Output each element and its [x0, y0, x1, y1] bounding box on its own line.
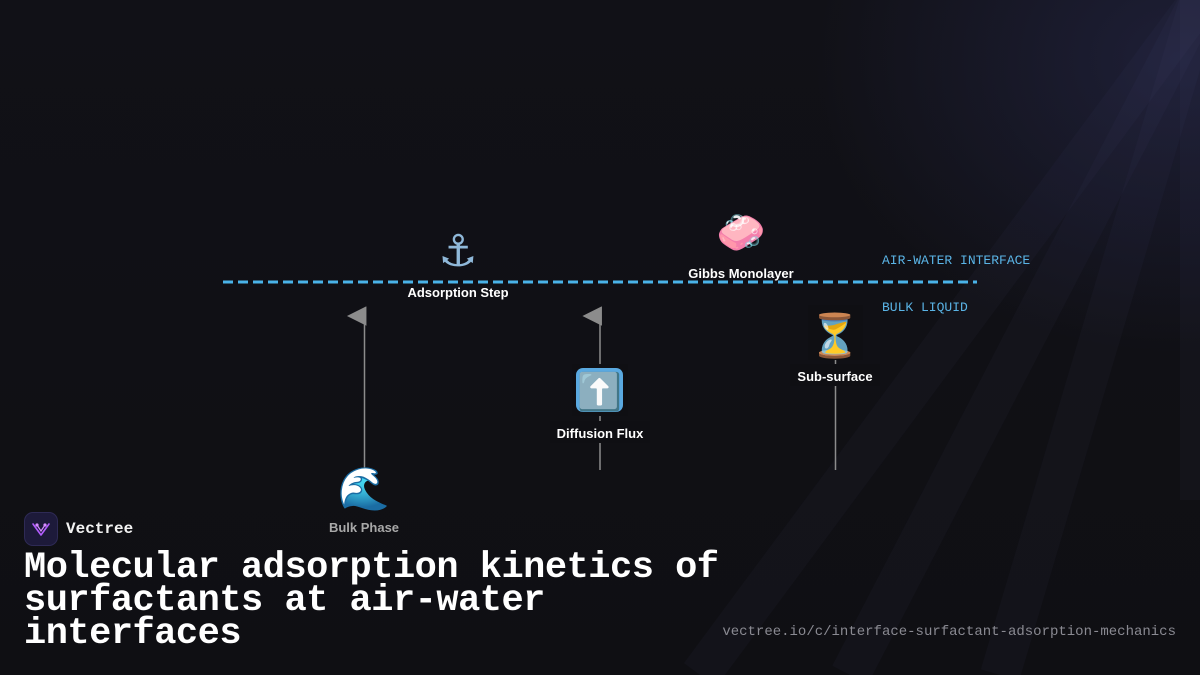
soap-icon: 🧼	[716, 210, 766, 256]
node-label-gibbs-monolayer: Gibbs Monolayer	[688, 266, 793, 281]
hourglass-icon: ⏳	[809, 311, 861, 360]
source-url: vectree.io/c/interface-surfactant-adsorp…	[722, 624, 1176, 640]
node-label-sub-surface: Sub-surface	[797, 369, 872, 384]
node-label-bulk-phase: Bulk Phase	[329, 520, 399, 535]
anchor-icon: ⚓	[438, 226, 477, 277]
node-diffusion-flux: ⬆️ Diffusion Flux	[550, 364, 650, 443]
up-arrow-icon: ⬆️	[577, 371, 622, 413]
brand: Vectree	[24, 512, 133, 546]
interface-label: AIR-WATER INTERFACE	[882, 253, 1030, 268]
node-label-diffusion-flux: Diffusion Flux	[557, 426, 644, 441]
node-bulk-phase: 🌊 Bulk Phase	[329, 464, 399, 535]
node-adsorption-step: ⚓ Adsorption Step	[407, 226, 508, 300]
bulk-liquid-label: BULK LIQUID	[882, 300, 968, 315]
vectree-logo-icon	[24, 512, 58, 546]
node-label-adsorption-step: Adsorption Step	[407, 285, 508, 300]
node-gibbs-monolayer: 🧼 Gibbs Monolayer	[688, 210, 793, 281]
up-arrow-icon-frame	[576, 368, 623, 412]
page-title: Molecular adsorption kinetics of surfact…	[24, 547, 719, 655]
brand-name: Vectree	[66, 520, 134, 538]
node-sub-surface: ⏳ Sub-surface	[790, 305, 880, 386]
wave-icon: 🌊	[338, 464, 390, 513]
